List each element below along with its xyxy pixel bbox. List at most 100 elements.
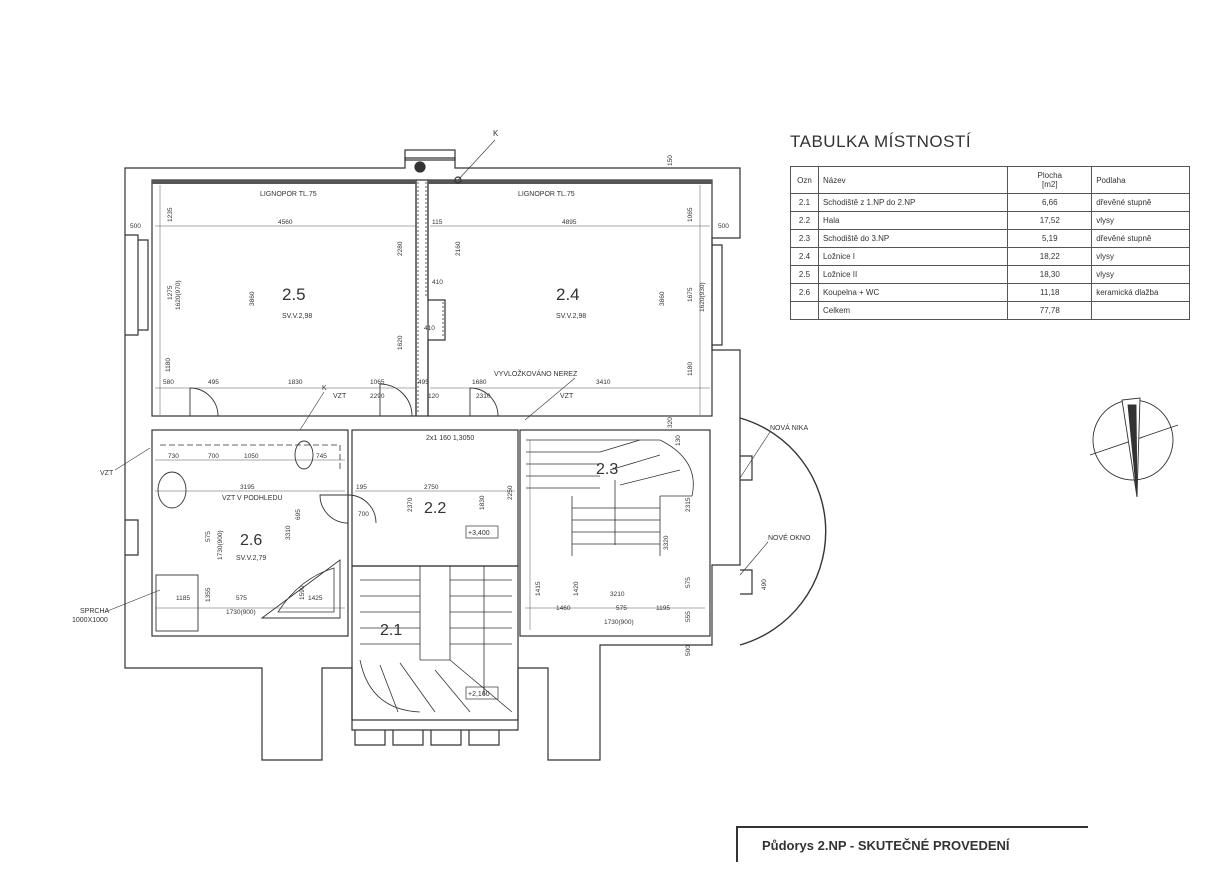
lignopor-label-left: LIGNOPOR TL.75 bbox=[260, 191, 317, 198]
dim-text: 1590 bbox=[299, 585, 306, 600]
dim-text: 115 bbox=[432, 219, 443, 226]
room-2-5-sv: SV.V.2,98 bbox=[282, 313, 312, 320]
dim-text: 120 bbox=[428, 393, 439, 400]
dim-text: 3320 bbox=[663, 535, 670, 550]
dim-text: 2290 bbox=[370, 393, 385, 400]
dim-text: 1355 bbox=[205, 587, 212, 602]
cell-plocha: 11,18 bbox=[1007, 283, 1093, 302]
dim-text: 2315 bbox=[685, 497, 692, 512]
shower-tray bbox=[155, 574, 199, 632]
stair-2-3 bbox=[526, 439, 694, 556]
drawing-title: Půdorys 2.NP - SKUTEČNÉ PROVEDENÍ bbox=[762, 838, 1010, 853]
dim-text: 320 bbox=[667, 417, 674, 428]
dim-text: 3310 bbox=[285, 525, 292, 540]
dim-text: 1425 bbox=[308, 595, 323, 602]
header-plocha: Plocha[m2] bbox=[1007, 166, 1093, 194]
cell-plocha: 17,52 bbox=[1007, 211, 1093, 230]
dim-text: 500 bbox=[130, 223, 141, 230]
dim-text: 1235 bbox=[167, 207, 174, 222]
dim-text: 575 bbox=[236, 595, 247, 602]
dim-text: 1180 bbox=[687, 362, 694, 376]
cell-ozn: 2.3 bbox=[790, 229, 819, 248]
cell-plocha: 6,66 bbox=[1007, 193, 1093, 212]
dim-text: 700 bbox=[358, 511, 369, 518]
dim-text: 2280 bbox=[397, 241, 404, 256]
dim-text: 1620 bbox=[397, 335, 404, 350]
header-podlaha: Podlaha bbox=[1091, 166, 1190, 194]
k-label-1: K bbox=[493, 129, 499, 138]
table-header-row: Ozn Název Plocha[m2] Podlaha bbox=[790, 166, 1190, 194]
left-pilaster-upper bbox=[125, 234, 139, 336]
k-label-2: K bbox=[322, 385, 327, 392]
total-value: 77,78 bbox=[1007, 301, 1093, 320]
door-swing-hall bbox=[379, 383, 413, 417]
dim-text: 1415 bbox=[535, 581, 542, 596]
dim-text: 3860 bbox=[249, 291, 256, 306]
dim-text: 1185 bbox=[176, 595, 190, 602]
dim-text: 2250 bbox=[507, 485, 514, 500]
cell-podlaha: dřevěné stupně bbox=[1091, 193, 1190, 212]
dim-text: 1675 bbox=[687, 287, 694, 302]
dim-text: 580 bbox=[163, 379, 174, 386]
dim-text: 2370 bbox=[407, 497, 414, 512]
cell-ozn: 2.2 bbox=[790, 211, 819, 230]
room-2-1-outline bbox=[351, 565, 519, 721]
room-2-6-outline bbox=[151, 429, 349, 637]
cell-ozn: 2.6 bbox=[790, 283, 819, 302]
dim-text: 695 bbox=[295, 509, 302, 520]
room-2-4-label: 2.4 bbox=[556, 285, 580, 304]
room-2-5-label: 2.5 bbox=[282, 285, 306, 304]
dim-text: 3210 bbox=[610, 591, 625, 598]
cell-podlaha: vlysy bbox=[1091, 265, 1190, 284]
room-2-2-outline bbox=[351, 429, 519, 567]
dim-text: 3860 bbox=[659, 291, 666, 306]
nova-nika-label: NOVÁ NIKA bbox=[770, 423, 808, 432]
sprcha-size-label: 1000X1000 bbox=[72, 617, 108, 624]
washbasin bbox=[157, 471, 187, 509]
level-label-1: +3,400 bbox=[468, 530, 490, 537]
dim-text: 2160 bbox=[455, 241, 462, 256]
dim-text: 495 bbox=[418, 379, 429, 386]
dim-text: 1050 bbox=[244, 453, 259, 460]
dim-text: 3410 bbox=[596, 379, 611, 386]
cell-nazev: Schodiště do 3.NP bbox=[817, 229, 1009, 248]
dim-text: 575 bbox=[616, 605, 627, 612]
cell-nazev: Koupelna + WC bbox=[817, 283, 1009, 302]
dim-text: 500 bbox=[718, 223, 729, 230]
dim-text: 575 bbox=[205, 531, 212, 542]
stair-2-1 bbox=[359, 566, 513, 713]
dim-text: 195 bbox=[356, 484, 367, 491]
cell-ozn: 2.1 bbox=[790, 193, 819, 212]
room-2-2-label: 2.2 bbox=[424, 500, 446, 517]
dim-text: 1460 bbox=[556, 605, 571, 612]
dim-text: 1180 bbox=[165, 358, 172, 372]
cell-plocha: 5,19 bbox=[1007, 229, 1093, 248]
nova-nika-arc bbox=[739, 417, 827, 646]
dim-text: 150 bbox=[667, 155, 674, 166]
dim-text: 1620(930) bbox=[699, 282, 706, 312]
room-2-6-label: 2.6 bbox=[240, 532, 262, 549]
dim-text: 700 bbox=[208, 453, 219, 460]
cell-nazev: Ložnice I bbox=[817, 247, 1009, 266]
cell-podlaha: vlysy bbox=[1091, 247, 1190, 266]
dim-text: 4895 bbox=[562, 219, 577, 226]
room-2-1-label: 2.1 bbox=[380, 622, 402, 639]
dim-text: 2750 bbox=[424, 484, 439, 491]
vyvlozkovano-label: VYVLOŽKOVÁNO NEREZ bbox=[494, 369, 578, 378]
door-swing-2-5 bbox=[189, 387, 219, 417]
level-label-2: +2,160 bbox=[468, 691, 490, 698]
vzt-label-3: VZT bbox=[100, 470, 114, 477]
cell-nazev: Schodiště z 1.NP do 2.NP bbox=[817, 193, 1009, 212]
door-label-hall: 2x1 160 1,3050 bbox=[426, 435, 474, 442]
cell-plocha: 18,30 bbox=[1007, 265, 1093, 284]
dim-text: 1195 bbox=[656, 605, 670, 612]
room-2-3-outline bbox=[519, 429, 711, 637]
total-label: Celkem bbox=[817, 301, 1009, 320]
drawing-title-box: Půdorys 2.NP - SKUTEČNÉ PROVEDENÍ bbox=[736, 826, 1088, 862]
table-title: TABULKA MÍSTNOSTÍ bbox=[790, 132, 972, 151]
room-2-4-sv: SV.V.2,98 bbox=[556, 313, 586, 320]
